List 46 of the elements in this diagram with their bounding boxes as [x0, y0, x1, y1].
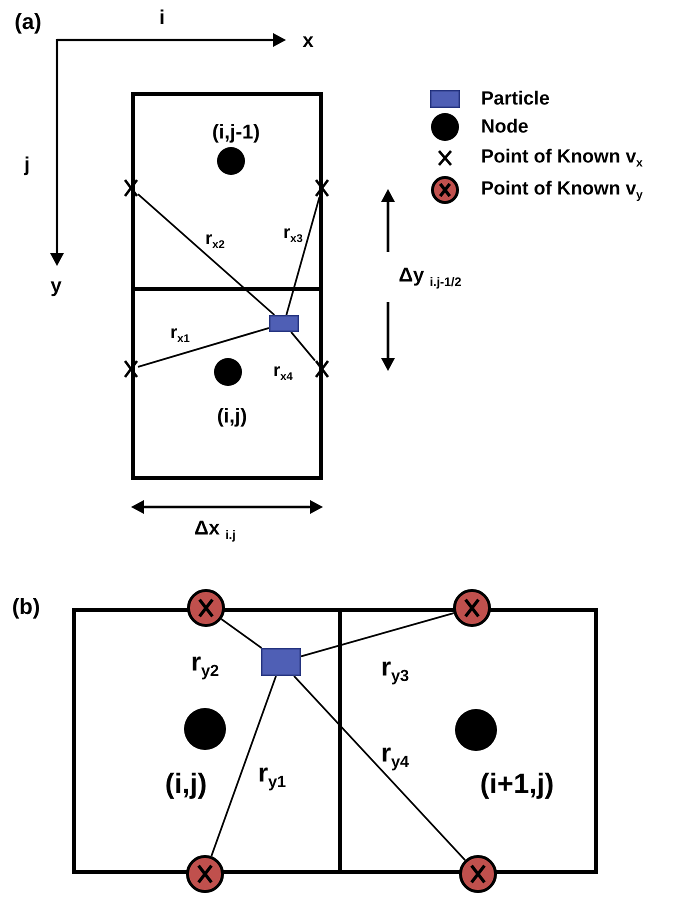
- edge-label: r$_{x3}$: [283, 222, 303, 246]
- axis-label: x: [302, 30, 314, 52]
- cross-marker: [315, 179, 329, 197]
- particle-marker: [261, 648, 301, 676]
- legend-label: Particle: [481, 90, 550, 110]
- circled-cross-marker: [459, 855, 497, 893]
- panel-label: (a): [14, 10, 42, 34]
- node-dot: [217, 147, 245, 175]
- edge-label: r$_{y3}$: [380, 652, 410, 686]
- particle-marker: [269, 315, 299, 332]
- cell-label: (i,j-1): [212, 122, 260, 144]
- connector-line: [220, 618, 262, 649]
- cell-label: (i,j): [217, 406, 247, 428]
- cell-label: (i,j): [165, 768, 207, 800]
- edge-label: r$_{x4}$: [273, 360, 293, 384]
- connector-line: [293, 675, 466, 861]
- axis-label: y: [50, 275, 62, 297]
- axis-label: j: [24, 154, 30, 176]
- cell-label: (i+1,j): [480, 768, 554, 800]
- cross-marker: [124, 360, 138, 378]
- cross-marker: [124, 179, 138, 197]
- connector-line: [210, 676, 277, 856]
- circled-cross-marker: [186, 855, 224, 893]
- circled-cross-marker: [187, 589, 225, 627]
- edge-label: r$_{y2}$: [190, 647, 220, 681]
- connector-line: [138, 327, 270, 368]
- legend-label: Node: [481, 118, 528, 138]
- edge-label: r$_{y4}$: [380, 738, 410, 772]
- panel-label: (b): [12, 594, 40, 620]
- connector-line: [300, 612, 454, 658]
- node-dot: [455, 709, 497, 751]
- connector-line: [137, 194, 275, 316]
- axis-label: i: [159, 7, 165, 29]
- circled-cross-marker: [453, 589, 491, 627]
- edge-label: r$_{y1}$: [258, 758, 286, 792]
- cross-marker: [315, 360, 329, 378]
- legend-label: Point of Known v$_{y}$: [481, 179, 643, 203]
- node-dot: [214, 358, 242, 386]
- connector-line: [290, 331, 316, 362]
- dimension-label: Δy $_{i.j-1/2}$: [398, 264, 462, 290]
- edge-label: r$_{x2}$: [205, 228, 225, 252]
- legend-label: Point of Known v$_{x}$: [481, 147, 643, 171]
- edge-label: r$_{x1}$: [170, 322, 190, 346]
- dimension-label: Δx $_{i.j}$: [194, 518, 236, 542]
- node-dot: [184, 708, 226, 750]
- connector-line: [286, 196, 320, 316]
